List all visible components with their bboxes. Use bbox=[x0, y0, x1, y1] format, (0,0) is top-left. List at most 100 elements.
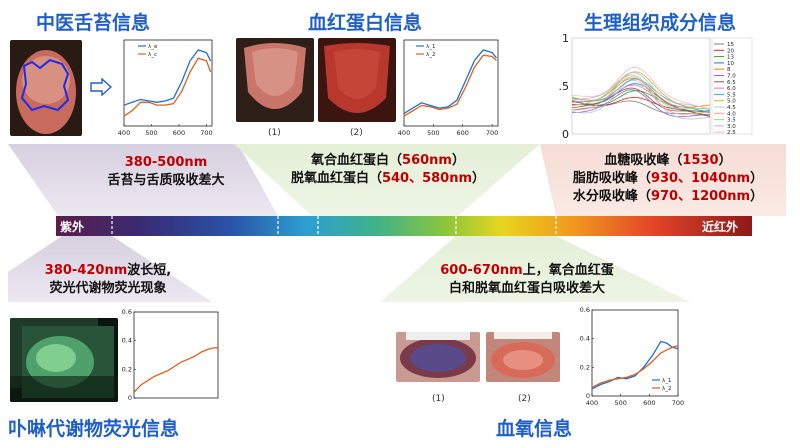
tis-line1-b: 1530 bbox=[682, 153, 719, 168]
y-tick-label: 0.2 bbox=[580, 363, 590, 371]
y-tick-label: 0 bbox=[586, 392, 590, 400]
series-line bbox=[571, 87, 711, 114]
fluorescence-photo bbox=[10, 318, 118, 402]
plot-frame bbox=[403, 39, 499, 127]
legend-label: 4.0 bbox=[727, 111, 736, 117]
ox-photo-1 bbox=[396, 332, 480, 382]
series-line bbox=[571, 74, 711, 110]
x-tick-label: 500 bbox=[614, 399, 626, 407]
oxygen-title: 血氧信息 bbox=[496, 418, 573, 440]
legend-label: 4.5 bbox=[727, 105, 736, 111]
y-tick-label: 1 bbox=[562, 34, 569, 45]
tis-line3-c: ） bbox=[750, 189, 764, 204]
plot-frame bbox=[571, 37, 711, 135]
ox-photo-2 bbox=[486, 332, 560, 382]
x-tick-label: 500 bbox=[145, 129, 157, 137]
y-tick-label: 0.4 bbox=[122, 337, 132, 345]
tcm-desc: 舌苔与舌质吸收差大 bbox=[107, 173, 225, 188]
arrow-right-icon bbox=[90, 77, 113, 100]
legend-label: 6.5 bbox=[727, 80, 736, 86]
series-line bbox=[571, 71, 711, 109]
series-line bbox=[571, 100, 711, 117]
tcm-caption: 380-500nm 舌苔与舌质吸收差大 bbox=[76, 154, 256, 190]
legend-label: 7.0 bbox=[727, 74, 736, 80]
hb-line1-a: 氧合血红蛋白（ bbox=[311, 153, 403, 168]
y-tick-label: 0.5 bbox=[558, 80, 569, 93]
fl-line1-a: 380-420nm bbox=[44, 263, 128, 278]
legend-label: 15 bbox=[727, 42, 734, 48]
tissue-callout bbox=[540, 144, 786, 216]
plot-frame bbox=[123, 39, 213, 127]
legend-label: 3.0 bbox=[727, 124, 736, 130]
x-tick-label: 400 bbox=[398, 129, 410, 137]
y-tick-label: 0 bbox=[128, 394, 132, 402]
fluorescence-caption: 380-420nm波长短, 荧光代谢物荧光现象 bbox=[18, 262, 198, 298]
series-line bbox=[403, 54, 497, 117]
legend-label: 6.0 bbox=[727, 86, 736, 92]
legend-label: 5.5 bbox=[727, 92, 736, 98]
fluorescence-callout bbox=[8, 236, 212, 302]
hb-photo-label-2: (2) bbox=[350, 128, 363, 138]
tissue-caption: 血糖吸收峰（1530） 脂肪吸收峰（930、1040nm） 水分吸收峰（970、… bbox=[556, 152, 780, 206]
hemoglobin-caption: 氧合血红蛋白（560nm） 脱氧血红蛋白（540、580nm） bbox=[288, 152, 488, 188]
series-line bbox=[591, 345, 679, 388]
y-tick-label: 0.2 bbox=[122, 365, 132, 373]
y-tick-label: 0 bbox=[562, 128, 569, 140]
spectrum-left-label: 紫外 bbox=[60, 220, 85, 234]
tissue-title: 生理组织成分信息 bbox=[584, 12, 737, 34]
spectrum-bar bbox=[56, 216, 752, 236]
x-tick-label: 400 bbox=[118, 129, 130, 137]
fl-line2: 荧光代谢物荧光现象 bbox=[49, 281, 167, 296]
y-tick-label: 0.4 bbox=[580, 335, 590, 343]
legend-label: 3.5 bbox=[727, 118, 736, 124]
hb-tongue-photo-2 bbox=[318, 38, 396, 122]
tis-line1-a: 血糖吸收峰（ bbox=[604, 153, 683, 168]
tcm-spectrum-chart: 400 500 600 700 λ_e λ_c bbox=[118, 39, 213, 137]
x-tick-label: 600 bbox=[457, 129, 469, 137]
series-line bbox=[403, 49, 498, 114]
x-tick-label: 600 bbox=[173, 129, 185, 137]
legend-label: λ_2 bbox=[426, 52, 436, 58]
legend-label: 8 bbox=[727, 67, 731, 73]
legend-label: 10 bbox=[727, 61, 734, 67]
porphyrin-spectrum-chart: 00.20.40.6 bbox=[122, 308, 219, 402]
series-line bbox=[571, 71, 711, 110]
series-line bbox=[571, 84, 711, 114]
oxygen-caption: 600-670nm上，氧合血红蛋 白和脱氧血红蛋白吸收差大 bbox=[412, 262, 642, 298]
tis-line3-b: 970、1200nm bbox=[650, 189, 751, 204]
legend-label: λ_e bbox=[148, 44, 158, 50]
hb-line1-c: ） bbox=[451, 153, 465, 168]
series-line bbox=[133, 347, 218, 393]
legend-label: λ_2 bbox=[662, 386, 672, 392]
fl-line1-b: 波长短, bbox=[127, 263, 172, 278]
tcm-callout bbox=[8, 144, 278, 216]
x-tick-label: 700 bbox=[486, 129, 498, 137]
legend-box bbox=[711, 37, 753, 135]
series-line bbox=[123, 57, 212, 117]
tis-line3-a: 水分吸收峰（ bbox=[572, 189, 651, 204]
tcm-title: 中医舌苔信息 bbox=[36, 12, 151, 34]
plot-frame bbox=[133, 311, 219, 399]
legend-label: 5.0 bbox=[727, 99, 736, 105]
series-line bbox=[571, 66, 711, 109]
y-tick-label: 0.6 bbox=[580, 306, 590, 314]
tis-line2-a: 脂肪吸收峰（ bbox=[572, 171, 651, 186]
legend-label: λ_1 bbox=[662, 378, 672, 384]
legend-label: 2.5 bbox=[727, 130, 736, 136]
tcm-tongue-photo bbox=[10, 40, 82, 136]
tcm-range: 380-500nm bbox=[124, 155, 208, 170]
legend-label: 20 bbox=[727, 48, 734, 54]
ox-photo-label-2: (2) bbox=[518, 394, 531, 404]
oxygen-callout bbox=[380, 236, 690, 302]
tissue-spectrum-chart: 00.511520131087.06.56.05.55.04.54.03.53.… bbox=[558, 34, 753, 140]
hemoglobin-title: 血红蛋白信息 bbox=[308, 12, 423, 34]
ox-line2: 白和脱氧血红蛋白吸收差大 bbox=[448, 281, 605, 296]
x-tick-label: 600 bbox=[643, 399, 655, 407]
ox-line1-a: 600-670nm bbox=[440, 263, 523, 278]
hb-line1-b: 560nm bbox=[402, 153, 452, 168]
legend-label: λ_c bbox=[148, 52, 157, 58]
ox-line1-b: 上，氧合血红蛋 bbox=[522, 263, 614, 278]
x-tick-label: 700 bbox=[200, 129, 212, 137]
